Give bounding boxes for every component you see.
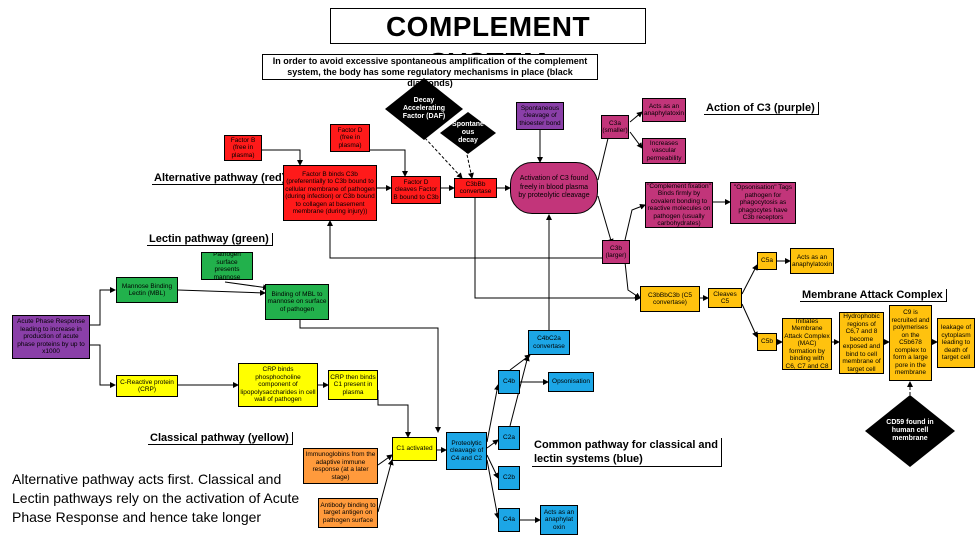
diamond-shape — [865, 395, 955, 467]
node-mbl-binding: Binding of MBL to mannose on surface of … — [265, 284, 329, 320]
label-alternative-pathway: Alternative pathway (red) — [152, 172, 290, 185]
node-c9-polymerises: C9 is recruited and polymerises on the C… — [889, 305, 932, 381]
link-cleaves-c5b — [741, 303, 758, 338]
node-c2b: C2b — [498, 466, 520, 490]
node-crp-binds: CRP binds phosphocholine component of li… — [238, 363, 318, 407]
node-immunoglobins: Immunoglobins from the adaptive immune r… — [303, 448, 378, 484]
node-activation-c3: Activation of C3 found freely in blood p… — [510, 162, 598, 214]
node-crp: C-Reactive protein (CRP) — [116, 375, 178, 397]
link-prot-c4b — [486, 384, 500, 443]
link-prot-c2a — [486, 439, 499, 449]
node-crp-binds-c1: CRP then binds C1 present in plasma — [328, 370, 378, 400]
link-cleaves-c5a — [741, 264, 758, 295]
link-c3b-fixation — [624, 203, 646, 241]
node-c4a-anaphylatoxin: Acts as an anaphylat oxin — [540, 505, 578, 535]
daf-diamond: Decay Accelerating Factor (DAF) — [385, 78, 463, 140]
node-c3a: C3a (smaller) — [601, 115, 629, 139]
node-factor-b-binds: Factor B binds C3b (preferentially to C3… — [283, 165, 377, 221]
node-opsonisation-c3b: "Opsonisation" Tags pathogen for phagocy… — [730, 182, 796, 224]
daf-text: Decay Accelerating Factor (DAF) — [402, 97, 446, 120]
node-antibody-binding: Antibody binding to target antigen on pa… — [318, 498, 378, 528]
node-c3b: C3b (larger) — [602, 240, 630, 264]
link-decay-c3bbb — [465, 149, 474, 179]
node-acute-phase-response: Acute Phase Response leading to increase… — [12, 315, 90, 359]
label-lectin-pathway: Lectin pathway (green) — [147, 233, 273, 246]
link-crpc1-c1 — [377, 390, 411, 438]
footer-note: Alternative pathway acts first. Classica… — [12, 471, 300, 525]
link-c3b-c5conv — [624, 261, 641, 299]
regulation-note: In order to avoid excessive spontaneous … — [262, 54, 598, 88]
link-mannose-binding — [224, 281, 269, 291]
node-mbl: Mannose Binding Lectin (MBL) — [116, 277, 178, 303]
node-factor-d: Factor D (free in plasma) — [330, 124, 370, 152]
link-acute-mbl — [90, 287, 116, 326]
node-c5a: C5a — [757, 252, 777, 270]
link-antibody-c1 — [377, 459, 394, 513]
cd59-text: CD59 found in human cell membrane — [886, 419, 934, 442]
link-c3a-vascular — [629, 131, 643, 149]
node-c3bbb-convertase: C3bBb convertase — [454, 178, 497, 198]
node-cytoplasm-leakage: leakage of cytoplasm leading to death of… — [937, 318, 975, 368]
label-common-pathway: Common pathway for classical and lectin … — [532, 438, 722, 467]
node-c5-convertase: C3bBbC3b (C5 convertase) — [640, 286, 700, 312]
link-factord-cleaves — [370, 149, 408, 177]
node-hydrophobic-regions: Hydrophobic regions of C6,7 and 8 become… — [839, 312, 884, 374]
spontaneous-decay-diamond: Spontane ous decay — [440, 112, 496, 154]
node-vascular-permeability: Increases vascular permeability — [642, 138, 686, 164]
node-opsonisation: Opsonisation — [548, 372, 594, 392]
node-proteolytic-cleavage: Proteolytic cleavage of C4 and C2 — [446, 432, 487, 470]
label-mac: Membrane Attack Complex — [800, 289, 947, 302]
link-factorb-binds — [262, 149, 303, 166]
link-c3b-loop — [327, 220, 612, 259]
link-daf-c3bbb — [424, 137, 463, 179]
node-c1-activated: C1 activated — [392, 437, 437, 461]
link-immuno-c1 — [377, 454, 393, 466]
node-c4a: C4a — [498, 508, 520, 532]
spontaneous-decay-text: Spontane ous decay — [452, 121, 484, 144]
node-cleaves-c5: Cleaves C5 — [708, 288, 742, 308]
node-mac-formation: Initiates Membrane Attack Complex (MAC) … — [782, 318, 832, 370]
node-spontaneous-cleavage: Spontaneous cleavage of thioester bond — [516, 102, 564, 130]
diamond-shape — [440, 112, 496, 154]
node-c2a: C2a — [498, 426, 520, 450]
node-factor-d-cleaves: Factor D cleaves Factor B bound to C3b — [391, 176, 441, 204]
link-activation-c3b — [597, 195, 614, 245]
link-mbl-binding — [177, 289, 266, 296]
page-title: COMPLEMENT SYSTEM — [330, 8, 646, 78]
label-classical-pathway: Classical pathway (yellow) — [148, 432, 293, 445]
label-c3-action: Action of C3 (purple) — [704, 102, 819, 115]
diamond-shape — [385, 78, 463, 140]
node-factor-b: Factor B (free in plasma) — [224, 135, 262, 161]
link-c3a-anaph — [629, 111, 643, 123]
node-c4bc2a-convertase: C4bC2a convertase — [528, 330, 570, 355]
link-acute-crp — [90, 344, 116, 388]
node-complement-fixation: "Complement fixation" Binds firmly by co… — [645, 182, 713, 228]
cd59-diamond: CD59 found in human cell membrane — [865, 395, 955, 467]
node-c3a-anaphylatoxin: Acts as an anaphylatoxin — [642, 98, 686, 122]
node-c5a-anaphylatoxin: Acts as an anaphylatoxin — [790, 248, 834, 274]
link-c3bbb-c5conv — [474, 198, 641, 301]
node-pathogen-mannose: Pathogen surface presents mannose — [201, 252, 253, 280]
link-prot-c4a — [486, 459, 501, 519]
link-c4b-c4bc2a — [509, 354, 531, 371]
link-binding-proteolytic — [299, 320, 441, 433]
node-c5b: C5b — [757, 333, 777, 351]
node-c4b: C4b — [498, 370, 520, 394]
link-prot-c2b — [486, 454, 499, 479]
